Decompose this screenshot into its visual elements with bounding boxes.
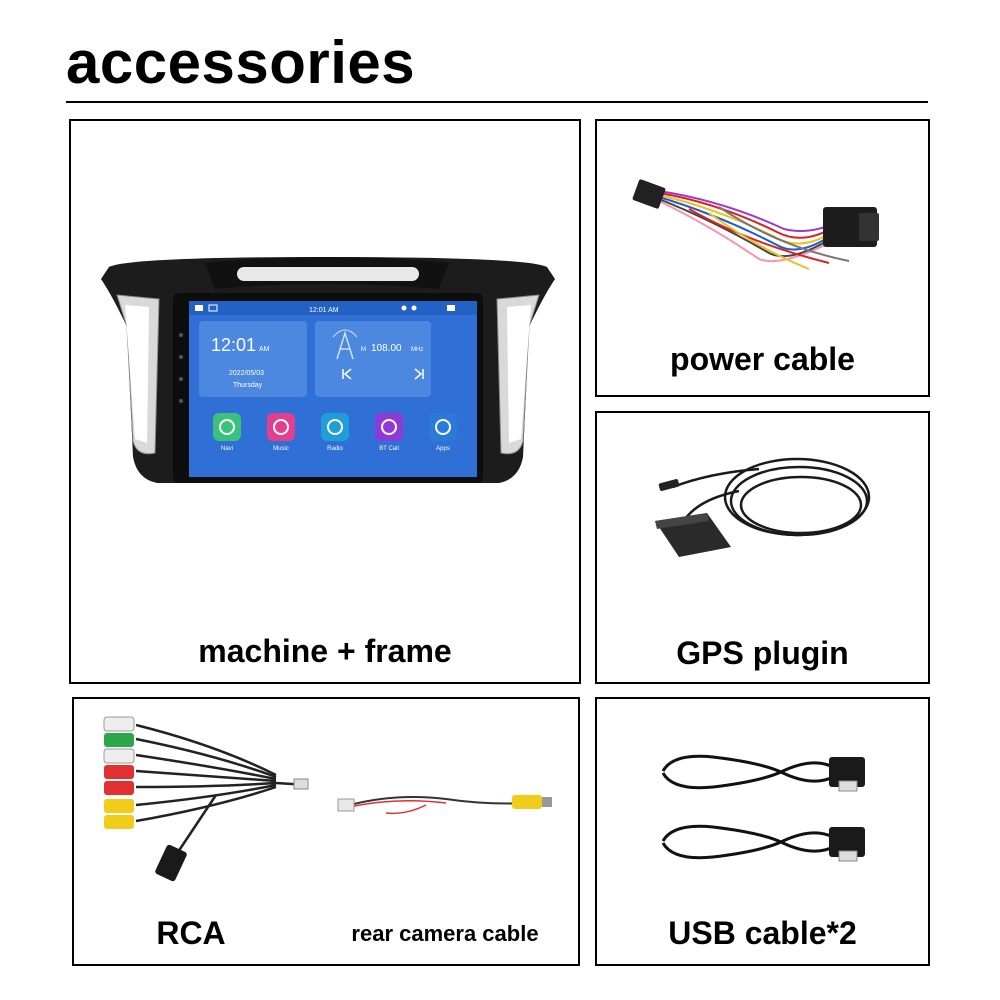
app-tile-apps[interactable]: Apps [429, 413, 457, 452]
clock-time: 12:01 [211, 335, 256, 355]
clock-weekday: Thursday [233, 382, 263, 389]
rca-plug-red-1 [104, 765, 134, 779]
app-label: Apps [436, 446, 450, 452]
app-label: Music [273, 446, 289, 452]
camera-plug-white [337, 798, 355, 812]
gps-plugin-label: GPS plugin [676, 635, 849, 671]
usb-cable-panel: USB cable*2 [595, 697, 930, 966]
app-tile-navi[interactable]: Navi [213, 413, 241, 452]
app-label: BT Call [379, 446, 399, 452]
usb-cable-image-2 [661, 824, 865, 862]
rca-cable-image [103, 716, 309, 882]
map-pin-icon[interactable] [213, 413, 241, 441]
camera-plug-yellow [512, 795, 542, 809]
location-icon [401, 305, 407, 311]
rca-plug-yellow-1 [104, 799, 134, 813]
app-label: Radio [327, 446, 343, 452]
next-icon [414, 368, 424, 380]
radio-freq: 108.00 [371, 343, 402, 354]
rca-panel: RCA rear camera cable [72, 697, 580, 966]
window-icon [208, 304, 218, 312]
usb-plug-2 [829, 827, 865, 857]
app-tile-music[interactable]: Music [267, 413, 295, 452]
machine-frame-panel: 12:01 AM 12:01 AM 2022/05/03 Thursday M … [69, 119, 581, 684]
rca-plug-yellow-2 [104, 815, 134, 829]
app-label: Navi [221, 446, 233, 452]
home-icon [195, 305, 203, 311]
head-unit-image: 12:01 AM 12:01 AM 2022/05/03 Thursday M … [101, 257, 555, 483]
back-icon [447, 305, 455, 311]
rca-plug-white-1 [103, 716, 135, 732]
power-cable-panel: power cable [595, 119, 930, 397]
clock-widget [199, 321, 307, 397]
plug-left [632, 179, 666, 209]
status-time: 12:01 AM [309, 307, 339, 314]
clock-ampm: AM [259, 346, 270, 353]
radio-unit: MHz [411, 347, 423, 353]
usb-plug-1 [829, 757, 865, 787]
app-tile-bt-call[interactable]: BT Call [375, 413, 403, 452]
gps-plugin-panel: GPS plugin [595, 411, 930, 684]
usb-cable-image-1 [661, 754, 865, 792]
music-note-icon[interactable] [267, 413, 295, 441]
gps-antenna-image [655, 457, 871, 557]
power-cable-label: power cable [670, 341, 855, 377]
radio-band: M [361, 347, 366, 353]
antenna-icon [336, 330, 354, 360]
rca-label: RCA [156, 915, 226, 951]
gps-connector [658, 478, 680, 492]
rca-dc-plug [155, 844, 187, 882]
radio-icon[interactable] [321, 413, 349, 441]
rear-camera-cable-image [337, 795, 552, 815]
wifi-icon [411, 305, 417, 311]
apps-grid-icon[interactable] [429, 413, 457, 441]
power-cable-image [632, 179, 879, 270]
prev-icon [342, 368, 352, 380]
rear-camera-cable-label: rear camera cable [351, 921, 539, 946]
radio-widget [315, 321, 431, 397]
clock-date: 2022/05/03 [229, 370, 264, 377]
usb-cable-label: USB cable*2 [668, 915, 857, 951]
page-title: accessories [66, 29, 416, 96]
title-divider [66, 101, 928, 103]
machine-frame-label: machine + frame [198, 633, 452, 669]
bluetooth-icon[interactable] [375, 413, 403, 441]
rca-plug-green [104, 733, 134, 747]
rca-plug-red-2 [104, 781, 134, 795]
app-tile-radio[interactable]: Radio [321, 413, 349, 452]
rca-plug-white-2 [103, 748, 135, 764]
